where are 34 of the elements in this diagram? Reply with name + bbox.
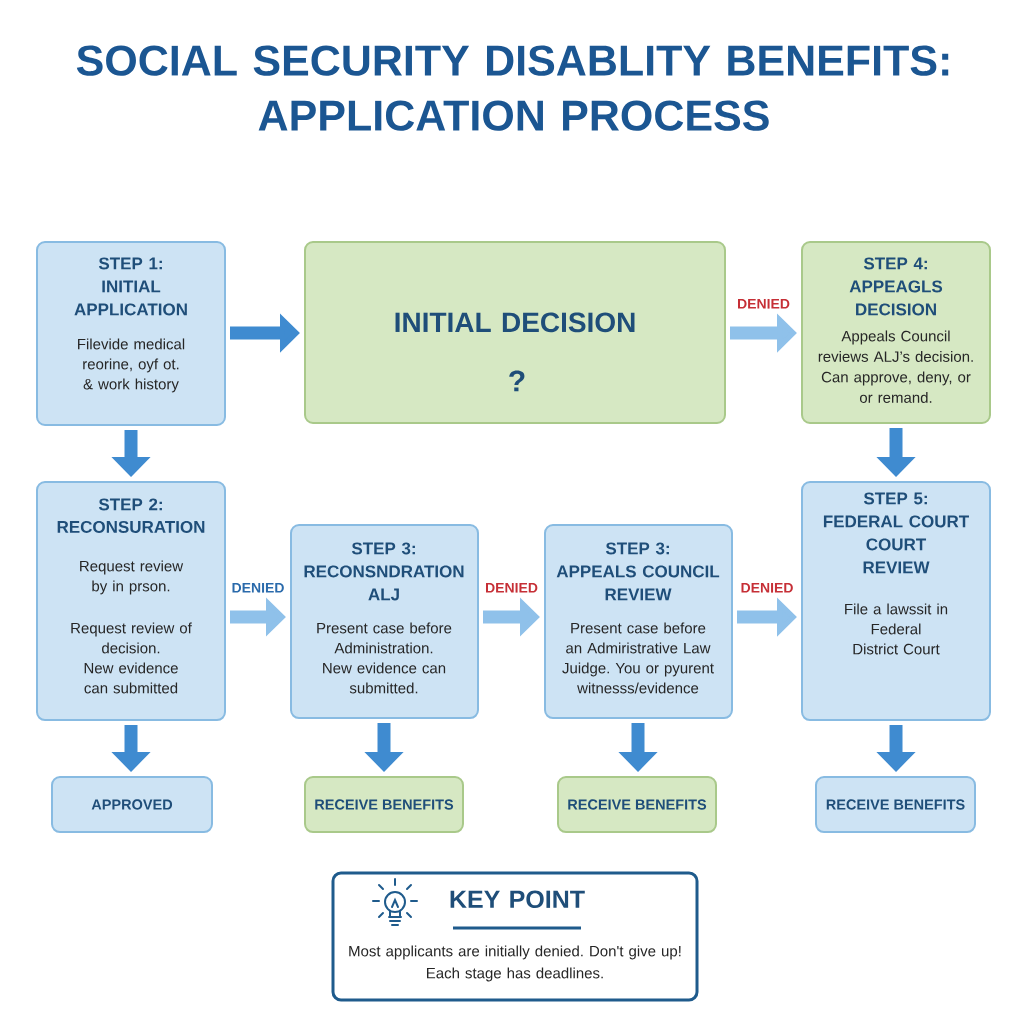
edge-label: DENIED bbox=[735, 297, 792, 311]
edge-label: DENIED bbox=[229, 581, 287, 595]
step-description: Appeals Council reviews ALJ’s decision. Can approve, deny, or or remand. bbox=[818, 330, 973, 403]
step-box bbox=[801, 481, 991, 721]
edge-label: DENIED bbox=[483, 581, 540, 595]
step-description: Present case before an Admiristrative Law Juidge. You or pyurent witnesss/evidence bbox=[562, 622, 714, 694]
step-title: STEP 3: APPEALS COUNCIL REVIEW bbox=[556, 542, 720, 601]
step-description: File a lawssit in Federal District Court bbox=[845, 603, 948, 655]
step-title: STEP 4: APPEAGLS DECISION bbox=[849, 257, 943, 316]
outcome-box: RECEIVE BENEFITS bbox=[557, 776, 717, 833]
step-box bbox=[801, 241, 991, 424]
step-title: STEP 1: INITIAL APPLICATION bbox=[74, 257, 187, 316]
step-box bbox=[36, 481, 226, 721]
decision-box bbox=[304, 241, 726, 424]
step-description: Filevide medical reorine, oyf ot. & work history bbox=[78, 338, 185, 393]
step-box bbox=[36, 241, 226, 426]
question-mark: ? bbox=[509, 370, 525, 392]
step-title: STEP 2: RECONSURATION bbox=[57, 498, 205, 533]
edge-label: DENIED bbox=[738, 581, 796, 595]
step-title: STEP 5: FEDERAL COURT COURT REVIEW bbox=[823, 492, 969, 574]
step-description: Request review of decision. New evidence can submitted bbox=[71, 622, 192, 694]
note-text: Most applicants are initially denied. Don't give up! Each stage has deadlines. bbox=[349, 945, 681, 982]
outcome-box: RECEIVE BENEFITS bbox=[304, 776, 464, 833]
note-box bbox=[331, 871, 699, 1002]
step-description: Request review by in prson. bbox=[80, 560, 184, 595]
step-box bbox=[290, 524, 479, 719]
decision-title: INITIAL DECISION bbox=[395, 312, 635, 333]
outcome-box: RECEIVE BENEFITS bbox=[815, 776, 976, 833]
outcome-box: APPROVED bbox=[51, 776, 213, 833]
step-title: STEP 3: RECONSNDRATION ALJ bbox=[304, 542, 464, 601]
step-box bbox=[544, 524, 733, 719]
step-description: Present case before Administration. New evidence can submitted. bbox=[317, 622, 452, 694]
note-title: KEY POINT bbox=[450, 890, 585, 909]
title: SOCIAL SECURITY DISABLITY BENEFITS: APPLICATION PROCESS bbox=[76, 45, 949, 131]
